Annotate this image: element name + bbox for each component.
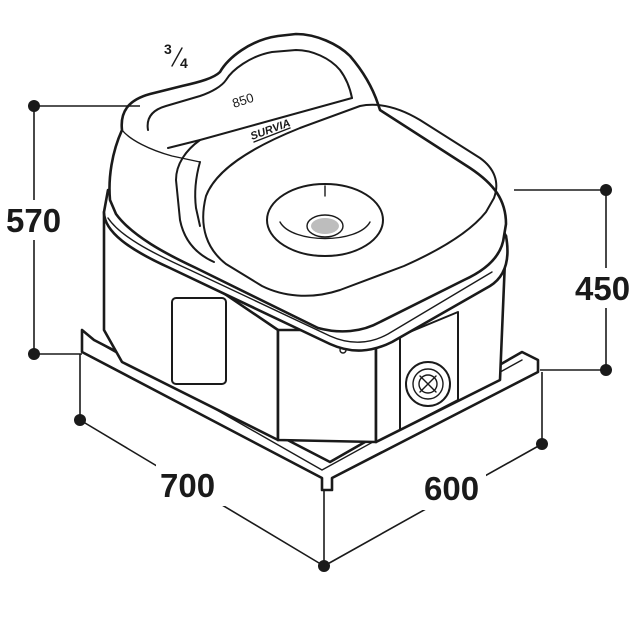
side-panel-recess [171,297,227,385]
drinking-bowl [266,183,384,257]
drain-valve-icon [405,361,451,407]
height-body-label: 450 [575,270,630,307]
fraction-label: 3 4 [164,41,188,71]
lid: 850 SURVIA [108,32,508,333]
dimension-height-total: 570 [6,100,140,360]
drain-housing [399,311,459,431]
dimension-height-body: 450 [514,184,636,376]
width-label: 600 [424,470,479,507]
fraction-denominator: 4 [180,55,188,71]
dimension-width: 600 [323,372,548,567]
capacity-label: 850 [230,90,255,111]
fraction-numerator: 3 [164,41,172,57]
length-label: 700 [160,467,215,504]
height-total-label: 570 [6,202,61,239]
